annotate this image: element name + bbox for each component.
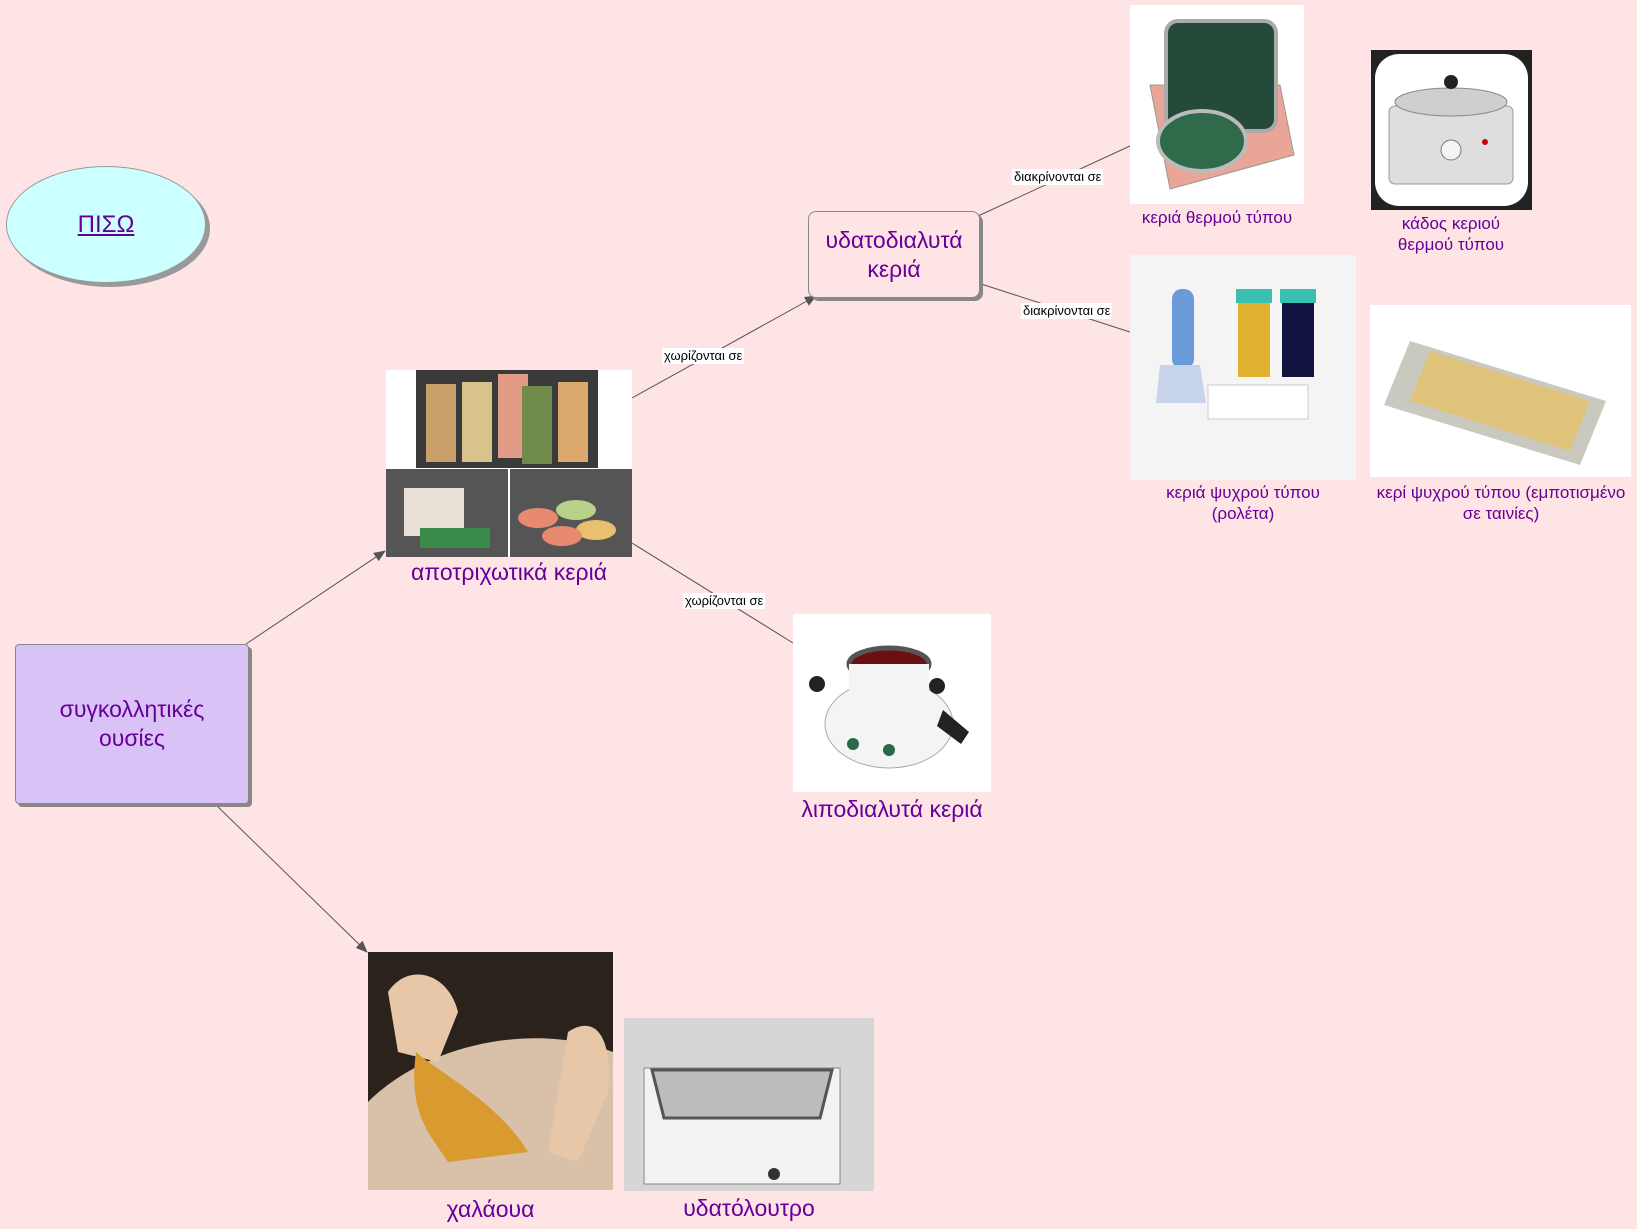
back-button[interactable]: ΠΙΣΩ <box>6 166 206 283</box>
fat-soluble-image[interactable] <box>793 614 991 792</box>
depilatory-waxes-image[interactable] <box>386 370 632 557</box>
link-label-distinguished-1: διακρίνονται σε <box>1012 169 1104 185</box>
node-depilatory-waxes-label: αποτριχωτικά κεριά <box>410 559 608 585</box>
halawa-application-icon <box>368 974 613 1190</box>
wax-heater-icon <box>809 645 969 769</box>
hot-wax-pot-image[interactable] <box>1371 50 1532 210</box>
node-water-soluble-label: υδατοδιαλυτά κεριά <box>825 226 963 282</box>
back-link[interactable]: ΠΙΣΩ <box>77 210 135 238</box>
node-water-soluble[interactable]: υδατοδιαλυτά κεριά <box>808 211 980 298</box>
hot-wax-tray-icon <box>1149 19 1295 190</box>
water-bath-image[interactable] <box>624 1018 874 1191</box>
water-bath-icon <box>643 1067 841 1185</box>
wax-strip-icon <box>1384 341 1606 465</box>
wax-pot-icon <box>1375 54 1528 206</box>
node-hot-wax-label: κεριά θερμού τύπου <box>1141 208 1293 227</box>
cold-wax-roller-image[interactable] <box>1130 255 1356 480</box>
link-adhesives-to-halawa <box>212 801 368 953</box>
node-fat-soluble-label: λιποδιαλυτά κεριά <box>801 796 983 822</box>
link-label-separated-2: χωρίζονται σε <box>683 593 766 609</box>
link-waxes-to-water-soluble <box>631 295 817 399</box>
wax-cartridges-icon <box>386 370 632 557</box>
node-cold-wax-roller-label: κεριά ψυχρού τύπου (ρολέτα) <box>1166 483 1320 523</box>
node-halawa-label: χαλάουα <box>446 1196 535 1222</box>
node-adhesives[interactable]: συγκολλητικές ουσίες <box>15 644 249 804</box>
link-adhesives-to-waxes <box>245 550 386 645</box>
cold-wax-strips-image[interactable] <box>1370 305 1631 477</box>
node-hot-wax-pot-label: κάδος κεριού θερμού τύπου <box>1397 214 1505 254</box>
hot-wax-image[interactable] <box>1130 5 1304 204</box>
node-cold-wax-strips-label: κερί ψυχρού τύπου (εμποτισμένο σε ταινίε… <box>1376 483 1626 523</box>
node-water-bath-label: υδατόλουτρο <box>683 1195 815 1221</box>
link-label-distinguished-2: διακρίνονται σε <box>1021 303 1113 319</box>
roller-cartridges-icon <box>1156 289 1316 420</box>
node-adhesives-label: συγκολλητικές ουσίες <box>59 696 205 751</box>
link-label-separated-1: χωρίζονται σε <box>662 348 745 364</box>
halawa-image[interactable] <box>368 952 613 1190</box>
